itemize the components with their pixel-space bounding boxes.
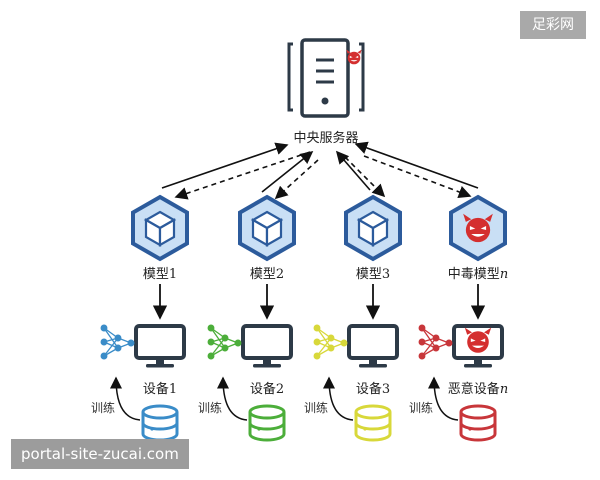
malicious-device-monitor-icon bbox=[452, 324, 504, 368]
watermark-top-right: 足彩网 bbox=[520, 11, 586, 39]
device-1-database-icon bbox=[141, 404, 179, 442]
watermark-bottom-left: portal-site-zucai.com bbox=[11, 439, 189, 469]
model-2-icon bbox=[238, 194, 296, 262]
device-1-network-icon bbox=[100, 324, 135, 360]
device-2-label: 设备2 bbox=[250, 381, 284, 397]
device-1-label: 设备1 bbox=[143, 381, 177, 397]
device-2-network-icon bbox=[207, 324, 242, 360]
malicious-device-train-label: 训练 bbox=[409, 400, 433, 415]
malicious-device-network-icon bbox=[418, 324, 453, 360]
malicious-device-database-icon bbox=[459, 404, 497, 442]
server-label: 中央服务器 bbox=[293, 130, 358, 146]
device-2-database-icon bbox=[248, 404, 286, 442]
model-1-label: 模型1 bbox=[143, 267, 177, 282]
poisoned-model-icon bbox=[449, 194, 507, 262]
server-icon bbox=[287, 38, 365, 118]
device-3-train-label: 训练 bbox=[304, 400, 328, 415]
device-1-monitor-icon bbox=[134, 324, 186, 368]
upload-download-arrows bbox=[161, 141, 479, 200]
model-3-icon bbox=[344, 194, 402, 262]
device-1-train-label: 训练 bbox=[91, 400, 115, 415]
device-3-database-icon bbox=[354, 404, 392, 442]
poisoned-model-label: 中毒模型n bbox=[448, 267, 508, 282]
device-2-train-label: 训练 bbox=[198, 400, 222, 415]
training-arrows bbox=[110, 376, 459, 421]
model-to-device-arrows bbox=[152, 284, 486, 320]
device-3-network-icon bbox=[313, 324, 348, 360]
device-3-label: 设备3 bbox=[356, 381, 390, 397]
model-1-icon bbox=[131, 194, 189, 262]
malicious-device-label: 恶意设备n bbox=[448, 381, 508, 397]
device-2-monitor-icon bbox=[241, 324, 293, 368]
model-2-label: 模型2 bbox=[250, 267, 284, 282]
device-3-monitor-icon bbox=[347, 324, 399, 368]
model-3-label: 模型3 bbox=[356, 267, 390, 282]
